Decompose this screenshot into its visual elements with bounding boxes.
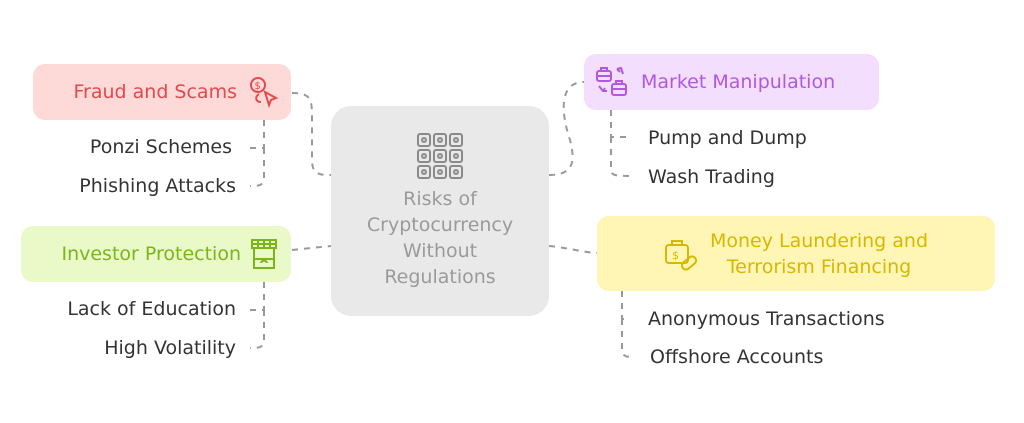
connector-market — [548, 81, 585, 176]
connector-investor-lack — [246, 282, 265, 311]
leaf-offshore-accounts: Offshore Accounts — [650, 346, 824, 368]
center-title-line: Cryptocurrency — [366, 214, 514, 236]
connector-fraud-ponzi — [246, 120, 265, 149]
connector-money — [548, 245, 598, 254]
connector-investor-volatility — [249, 310, 265, 349]
leaf-high-volatility: High Volatility — [104, 337, 236, 359]
money-laundering-node[interactable]: $ Money Laundering and Terrorism Financi… — [597, 216, 995, 291]
money-bag-pill-icon: $ — [664, 237, 698, 271]
leaf-wash-trading: Wash Trading — [648, 166, 775, 188]
svg-text:$: $ — [672, 249, 679, 262]
money-laundering-label-line: Money Laundering and — [709, 229, 929, 252]
investor-protection-label: Investor Protection — [61, 243, 241, 265]
connector-investor — [291, 245, 332, 251]
center-title-line: Risks of — [403, 188, 477, 210]
center-node[interactable]: Risks of Cryptocurrency Without Regulati… — [331, 106, 549, 316]
center-title-line: Regulations — [384, 266, 496, 288]
connector-market-pump — [610, 110, 630, 138]
storefront-icon — [249, 237, 279, 271]
center-title: Risks of Cryptocurrency Without Regulati… — [367, 186, 513, 290]
dollar-cursor-icon: $ — [249, 76, 279, 108]
money-laundering-label-line: Terrorism Financing — [726, 255, 912, 278]
connector-money-offshore — [621, 319, 635, 358]
leaf-ponzi-schemes: Ponzi Schemes — [89, 136, 232, 158]
investor-protection-node[interactable]: Investor Protection — [21, 226, 291, 282]
fraud-and-scams-label: Fraud and Scams — [73, 81, 238, 103]
fraud-and-scams-node[interactable]: Fraud and Scams $ — [33, 64, 291, 120]
svg-text:$: $ — [255, 81, 261, 92]
connector-fraud-phishing — [249, 148, 265, 187]
connector-market-wash — [610, 137, 633, 177]
market-manipulation-node[interactable]: Market Manipulation — [584, 54, 879, 110]
market-manipulation-label: Market Manipulation — [641, 71, 836, 93]
connector-fraud — [291, 92, 332, 176]
blockchain-grid-icon — [416, 132, 464, 180]
leaf-pump-and-dump: Pump and Dump — [648, 127, 807, 149]
money-laundering-label: Money Laundering and Terrorism Financing — [710, 228, 928, 280]
leaf-anonymous-transactions: Anonymous Transactions — [648, 308, 885, 330]
connector-money-anon — [621, 291, 630, 320]
leaf-lack-of-education: Lack of Education — [67, 298, 236, 320]
leaf-phishing-attacks: Phishing Attacks — [79, 175, 236, 197]
center-title-line: Without — [402, 240, 478, 262]
briefcase-exchange-icon — [595, 66, 629, 98]
